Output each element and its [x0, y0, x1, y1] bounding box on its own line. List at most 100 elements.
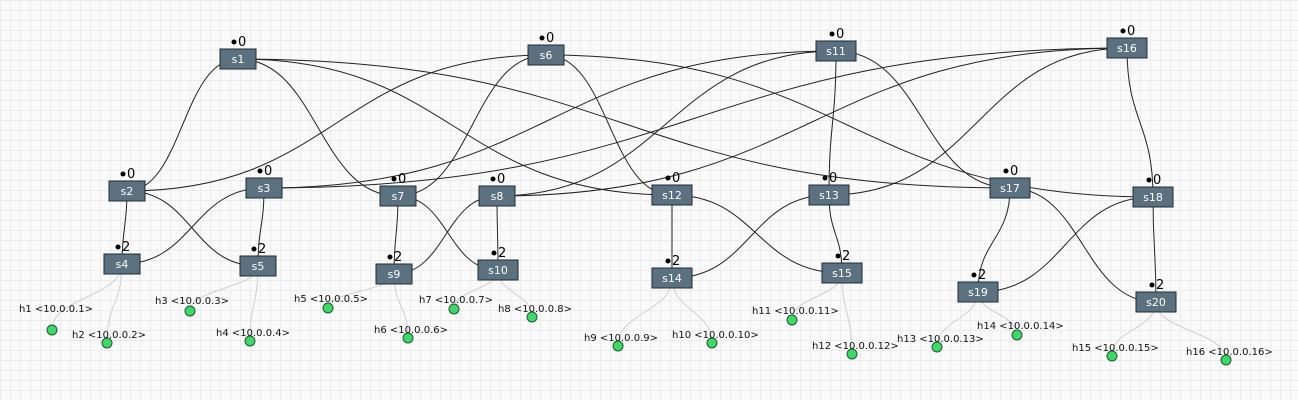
switch-s8[interactable]: s80	[478, 172, 516, 207]
switch-s5[interactable]: s52	[239, 242, 277, 277]
link-s17-s20	[1009, 187, 1157, 303]
switch-label: s9	[388, 268, 401, 281]
switch-s1[interactable]: s10	[219, 35, 257, 70]
host-label: h9 <10.0.0.9>	[584, 333, 658, 344]
badge-dot	[1003, 168, 1009, 174]
switch-label: s8	[491, 190, 504, 203]
link-s6-s18	[545, 54, 1154, 198]
switch-badge: 2	[978, 268, 986, 283]
switch-box	[375, 263, 413, 285]
host-h12[interactable]: h12 <10.0.0.12>	[812, 341, 899, 360]
links-layer	[51, 47, 1227, 361]
host-icon	[322, 302, 334, 314]
switch-badge: 0	[238, 35, 246, 50]
switch-badge: 0	[1010, 164, 1018, 179]
badge-dot	[539, 35, 545, 41]
switches-layer: s10s60s110s160s20s30s70s80s120s130s170s1…	[103, 24, 1177, 313]
host-icon	[448, 303, 460, 315]
host-label: h16 <10.0.0.16>	[1186, 347, 1273, 358]
badge-dot	[835, 253, 841, 259]
switch-box	[108, 180, 146, 202]
switch-label: s11	[826, 45, 846, 58]
switch-badge: 0	[672, 171, 680, 186]
switch-box	[815, 40, 857, 62]
switch-badge: 0	[1127, 24, 1135, 39]
switch-label: s16	[1117, 42, 1137, 55]
host-icon	[101, 337, 113, 349]
switch-label: s7	[392, 190, 405, 203]
switch-box	[651, 184, 693, 206]
switch-badge: 2	[1156, 278, 1164, 293]
link-s3-s4	[121, 187, 265, 265]
host-h6[interactable]: h6 <10.0.0.6>	[374, 325, 448, 344]
host-label: h3 <10.0.0.3>	[155, 296, 229, 307]
switch-s6[interactable]: s60	[527, 31, 565, 66]
switch-box	[527, 44, 565, 66]
link-s11-s13	[828, 50, 837, 196]
link-s6-s7	[397, 54, 547, 197]
host-h1[interactable]: h1 <10.0.0.1>	[19, 304, 93, 336]
badge-dot	[822, 175, 828, 181]
switch-s4[interactable]: s42	[103, 240, 141, 275]
link-s6-s12	[545, 54, 673, 196]
hosts-layer: h1 <10.0.0.1>h2 <10.0.0.2> h3 <10.0.0.3> h…	[19, 294, 1273, 366]
switch-box	[957, 281, 999, 303]
switch-badge: 0	[398, 172, 406, 187]
host-h9[interactable]: h9 <10.0.0.9>	[584, 333, 658, 352]
host-h5[interactable]: h5 <10.0.0.5>	[294, 294, 368, 314]
switch-badge: 0	[546, 31, 554, 46]
host-h15[interactable]: h15 <10.0.0.15>	[1072, 343, 1159, 362]
link-s6-s2	[126, 54, 547, 192]
host-icon	[46, 324, 58, 336]
switch-box	[477, 259, 519, 281]
switch-s9[interactable]: s92	[375, 250, 413, 285]
switch-s2[interactable]: s20	[108, 167, 146, 202]
link-s3-s5	[257, 187, 265, 267]
switch-box	[1106, 37, 1148, 59]
switch-label: s13	[819, 189, 839, 202]
badge-dot	[120, 171, 126, 177]
host-label: h4 <10.0.0.4>	[216, 328, 290, 339]
host-h7[interactable]: h7 <10.0.0.7>	[419, 295, 493, 315]
link-s13-s14	[671, 194, 830, 279]
switch-s7[interactable]: s70	[379, 172, 417, 207]
host-h13[interactable]: h13 <10.0.0.13>	[897, 334, 984, 353]
link-s1-s2	[126, 58, 239, 192]
switch-label: s20	[1146, 296, 1166, 309]
badge-dot	[1149, 282, 1155, 288]
host-h2[interactable]: h2 <10.0.0.2>	[72, 330, 146, 349]
switch-label: s6	[540, 49, 553, 62]
switch-box	[651, 267, 693, 289]
host-icon	[706, 337, 718, 349]
host-label: h12 <10.0.0.12>	[812, 341, 899, 352]
host-h3[interactable]: h3 <10.0.0.3>	[155, 296, 229, 317]
link-s16-s3	[263, 47, 1128, 189]
host-h8[interactable]: h8 <10.0.0.8>	[498, 304, 572, 323]
host-h4[interactable]: h4 <10.0.0.4>	[216, 328, 290, 347]
switch-badge: 2	[498, 246, 506, 261]
link-s7-s9	[393, 195, 399, 275]
host-h16[interactable]: h16 <10.0.0.16>	[1186, 347, 1273, 366]
switch-s3[interactable]: s30	[245, 164, 283, 199]
badge-dot	[971, 272, 977, 278]
host-h14[interactable]: h14 <10.0.0.14>	[977, 321, 1064, 341]
host-icon	[931, 341, 943, 353]
host-h11[interactable]: h11 <10.0.0.11>	[752, 306, 839, 326]
host-label: h13 <10.0.0.13>	[897, 334, 984, 345]
host-icon	[786, 314, 798, 326]
host-h10[interactable]: h10 <10.0.0.10>	[672, 330, 759, 349]
link-s2-s5	[126, 190, 259, 267]
switch-label: s3	[258, 182, 271, 195]
switch-badge: 0	[497, 172, 505, 187]
